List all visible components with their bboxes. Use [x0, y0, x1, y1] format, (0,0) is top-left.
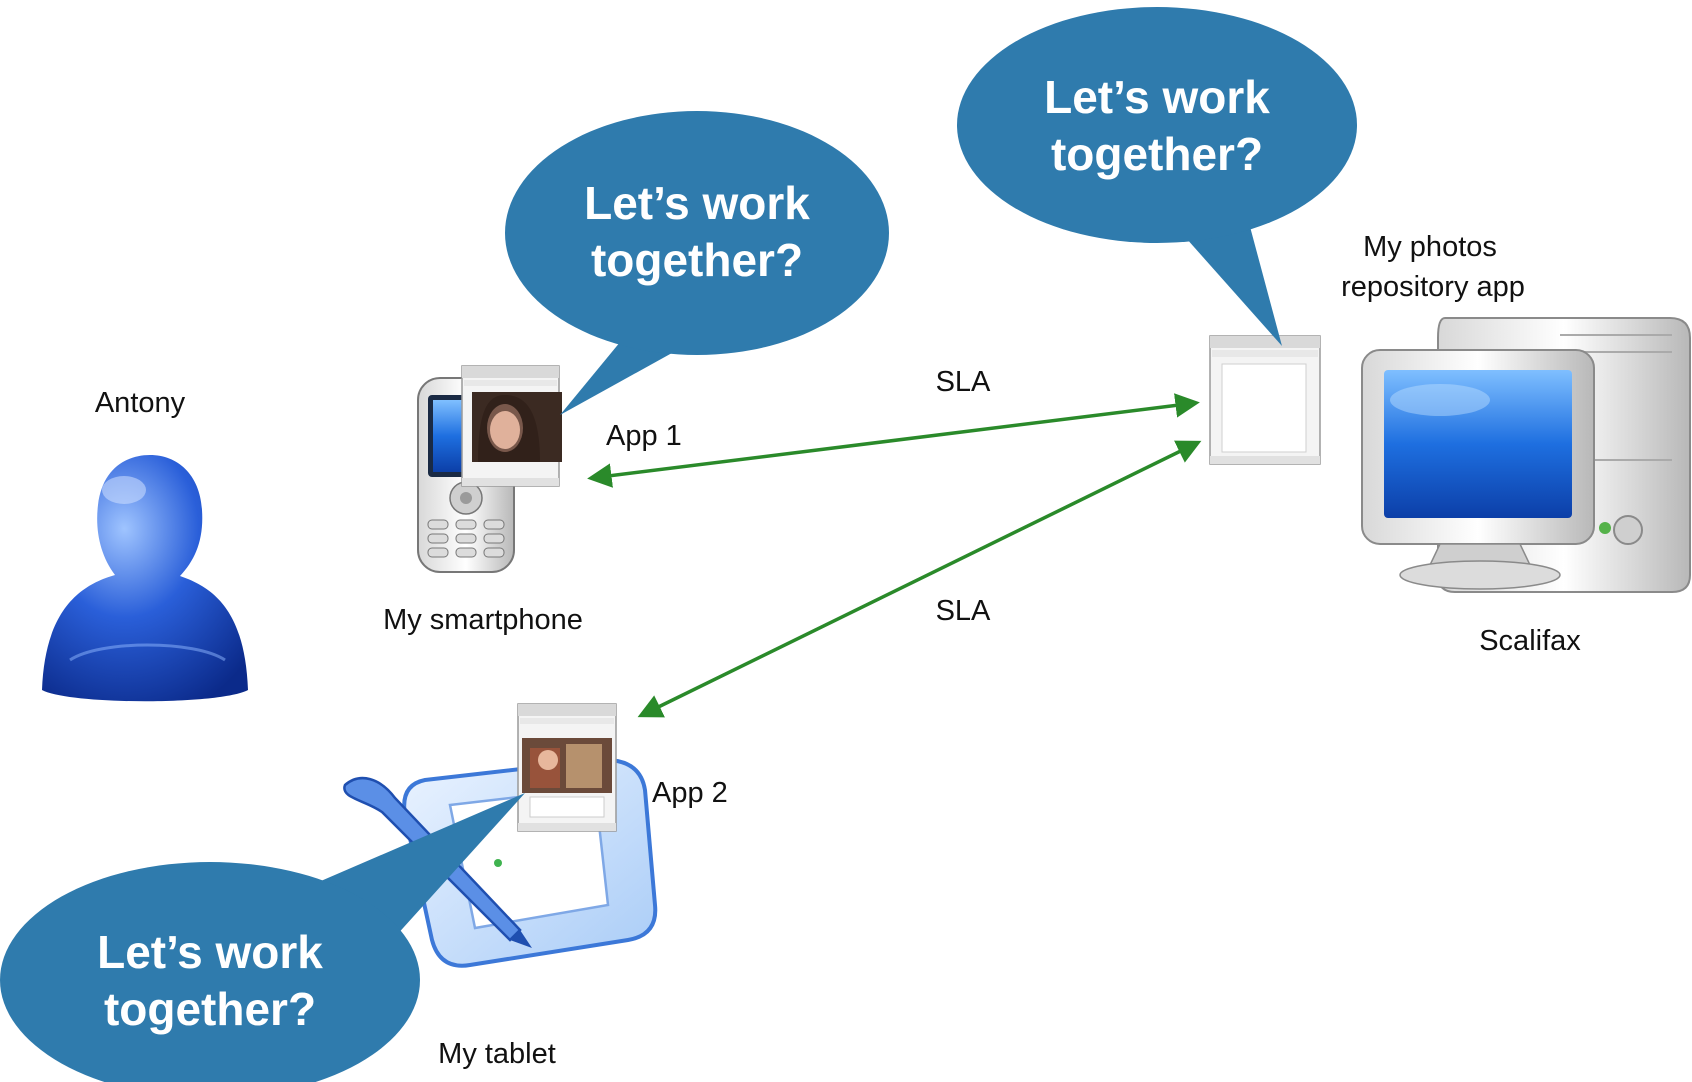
app-window-icon: [517, 703, 617, 832]
desktop-computer-icon: [1361, 317, 1691, 593]
bubble-text-line1: Let’s work: [97, 926, 323, 978]
sla-label-top: SLA: [936, 366, 991, 398]
smartphone-label: My smartphone: [383, 604, 583, 636]
speech-bubble-server: Let’s work together?: [957, 7, 1357, 346]
bubble-tail: [1170, 208, 1282, 346]
person-icon: [42, 455, 248, 702]
repo-label-line2: repository app: [1341, 271, 1525, 303]
bubble-body: [0, 862, 420, 1082]
bubble-text-line2: together?: [1051, 128, 1263, 180]
app1-label: App 1: [606, 420, 682, 452]
speech-bubble-tablet: Let’s work together?: [0, 793, 525, 1082]
app2-label: App 2: [652, 777, 728, 809]
sla-arrow-app1: [587, 393, 1200, 488]
bubble-body: [957, 7, 1357, 243]
bubble-text-line1: Let’s work: [1044, 71, 1270, 123]
server-label: Scalifax: [1479, 625, 1581, 657]
bubble-text-line1: Let’s work: [584, 177, 810, 229]
bubble-body: [505, 111, 889, 355]
bubble-text-line2: together?: [591, 234, 803, 286]
user-label: Antony: [95, 387, 186, 419]
speech-bubble-smartphone: Let’s work together?: [505, 111, 889, 415]
sla-label-bottom: SLA: [936, 595, 991, 627]
repo-label-line1: My photos: [1363, 231, 1497, 263]
app-window-icon: [461, 365, 562, 487]
app-window-icon: [1209, 335, 1321, 465]
tablet-label: My tablet: [438, 1038, 556, 1070]
sla-arrow-app2: [637, 440, 1202, 718]
bubble-text-line2: together?: [104, 983, 316, 1035]
